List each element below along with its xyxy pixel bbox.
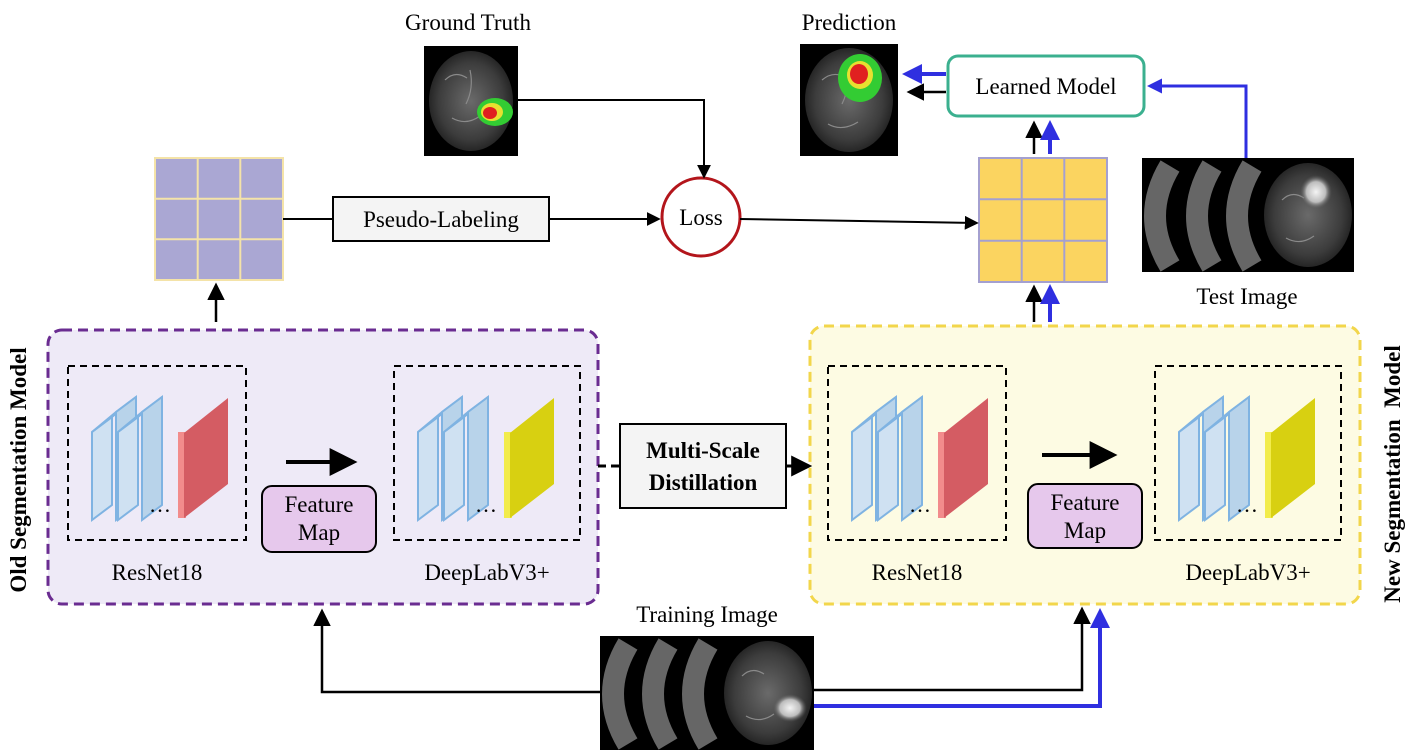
learned-model-label: Learned Model — [975, 74, 1116, 99]
test-image-stack — [1142, 158, 1354, 272]
new-encoder-ellipsis: … — [909, 492, 931, 517]
old-feature-map-box — [261, 485, 377, 553]
old-encoder-ellipsis: … — [149, 492, 171, 517]
old-feature-map-label-2: Map — [298, 520, 340, 545]
new-feature-map-box — [1027, 483, 1143, 549]
new-model-side-label: New Segmentation Model — [1380, 345, 1405, 602]
new-model-panel — [808, 324, 1362, 606]
new-decoder-label: DeepLabV3+ — [1185, 560, 1310, 585]
old-encoder-box — [67, 365, 247, 541]
training-image-stack — [600, 636, 814, 750]
loss-to-grid-arrow — [739, 215, 979, 230]
test-image-to-learned-arrow — [1147, 78, 1248, 158]
old-decoder-label: DeepLabV3+ — [424, 560, 549, 585]
old-decoder-ellipsis: … — [475, 492, 497, 517]
old-feature-map-label-1: Feature — [285, 492, 354, 517]
training-to-new-arrow-black — [814, 606, 1091, 692]
ground-truth-label: Ground Truth — [405, 10, 531, 35]
prediction-image — [800, 44, 898, 156]
pseudo-labeling-box — [332, 196, 550, 242]
old-encoder-layers — [91, 395, 228, 522]
old-output-grid — [154, 157, 284, 281]
new-decoder-ellipsis: … — [1236, 492, 1258, 517]
new-feature-map-label-2: Map — [1064, 518, 1106, 543]
new-encoder-box — [827, 365, 1007, 541]
distillation-label: Distillation — [649, 470, 758, 495]
ground-truth-to-loss-arrow — [518, 99, 711, 179]
prediction-label: Prediction — [802, 10, 897, 35]
ground-truth-image — [424, 46, 518, 156]
old-model-side-label: Old Segmentation Model — [6, 347, 31, 592]
learned-model-box — [946, 54, 1146, 118]
multi-scale-label: Multi-Scale — [646, 438, 760, 463]
multi-scale-distillation-box — [619, 423, 787, 509]
training-to-new-arrow-blue — [814, 608, 1110, 708]
new-feature-map-label-1: Feature — [1051, 490, 1120, 515]
new-encoder-layers — [851, 395, 988, 522]
new-output-grid — [978, 157, 1108, 283]
loss-label: Loss — [679, 205, 723, 230]
new-decoder-layers — [1178, 395, 1315, 522]
training-to-old-arrow — [313, 608, 600, 694]
test-image-label: Test Image — [1196, 284, 1297, 309]
new-encoder-label: ResNet18 — [872, 560, 963, 585]
old-decoder-layers — [417, 395, 554, 522]
training-image-label: Training Image — [636, 602, 778, 627]
old-encoder-label: ResNet18 — [112, 560, 203, 585]
pseudo-labeling-label: Pseudo-Labeling — [363, 207, 519, 232]
